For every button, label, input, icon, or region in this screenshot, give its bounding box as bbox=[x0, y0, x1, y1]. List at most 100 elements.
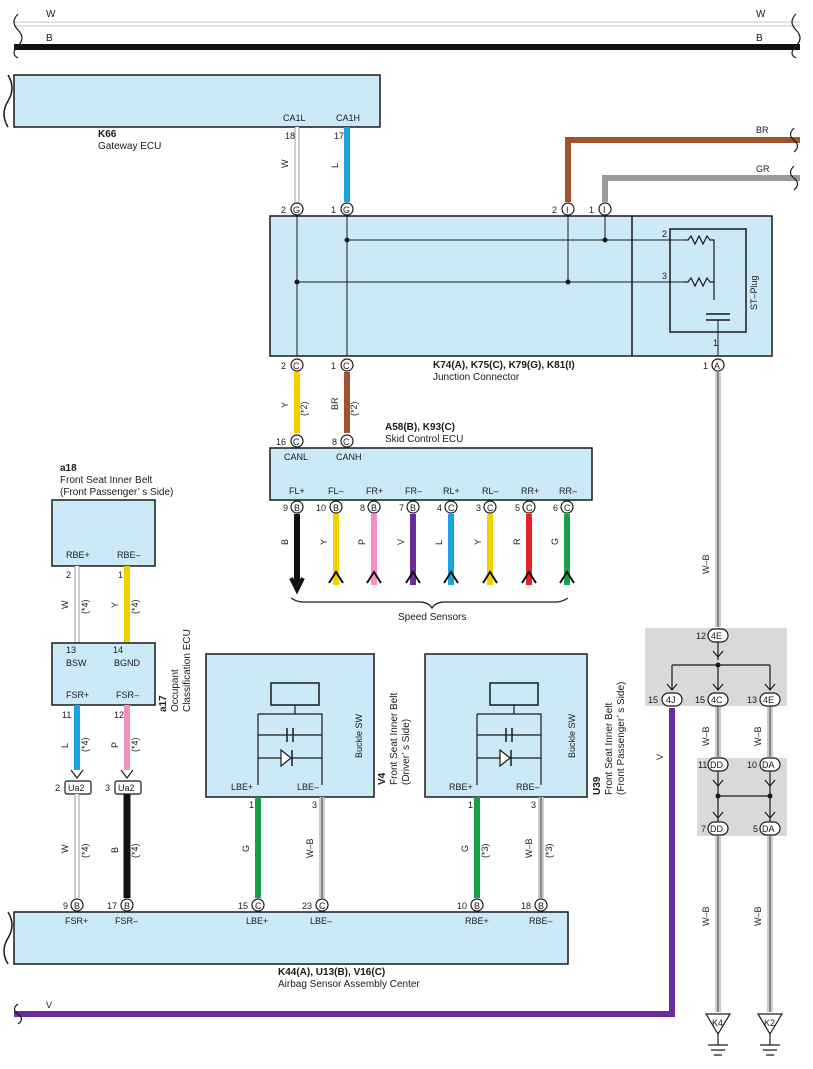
svg-text:RBE–: RBE– bbox=[117, 550, 141, 560]
pin-label: FR– bbox=[405, 486, 422, 496]
wire-color-label: G bbox=[550, 538, 560, 545]
svg-text:B: B bbox=[110, 847, 120, 853]
junction-name: Junction Connector bbox=[433, 372, 520, 383]
svg-text:Front Seat Inner Belt: Front Seat Inner Belt bbox=[604, 703, 615, 795]
svg-text:1: 1 bbox=[703, 361, 708, 371]
stplug-pin-3: 3 bbox=[662, 271, 667, 281]
skid-code: A58(B), K93(C) bbox=[385, 422, 455, 433]
pin-num: 6 bbox=[553, 503, 558, 513]
svg-text:W–B: W–B bbox=[701, 554, 711, 574]
svg-text:(Front Passenger’ s Side): (Front Passenger’ s Side) bbox=[60, 487, 173, 498]
svg-text:G: G bbox=[241, 845, 251, 852]
svg-text:Airbag Sensor Assembly Center: Airbag Sensor Assembly Center bbox=[278, 979, 420, 990]
pin-conn: C bbox=[526, 503, 533, 513]
bus-w-label-right: W bbox=[756, 9, 766, 20]
svg-text:Ua2: Ua2 bbox=[118, 783, 135, 793]
wire-color-label: Y bbox=[319, 539, 329, 545]
svg-text:12: 12 bbox=[696, 631, 706, 641]
svg-text:(*3): (*3) bbox=[544, 843, 554, 858]
driver-buckle-v4: LBE+ LBE– 1 3 Buckle SW V4 Front Seat In… bbox=[205, 653, 412, 898]
svg-text:3: 3 bbox=[531, 800, 536, 810]
pin-conn: B bbox=[333, 503, 339, 513]
svg-text:Buckle SW: Buckle SW bbox=[567, 713, 577, 758]
can-wires: Y BR (*2) (*2) bbox=[280, 372, 359, 433]
svg-text:BSW: BSW bbox=[66, 658, 87, 668]
gateway-wires: W L bbox=[280, 127, 350, 202]
svg-text:Y: Y bbox=[110, 602, 120, 608]
junction-code: K74(A), K75(C), K79(G), K81(I) bbox=[433, 360, 575, 371]
skid-control-ecu: C C 16 8 CANL CANH A58(B), K93(C) Skid C… bbox=[269, 422, 593, 501]
pin-num: 10 bbox=[457, 901, 467, 911]
wb-wires: W–B W–B W–B W–B W–B bbox=[666, 372, 776, 1012]
svg-text:(Front Passenger’ s Side): (Front Passenger’ s Side) bbox=[616, 682, 627, 795]
svg-text:Classification ECU: Classification ECU bbox=[182, 629, 193, 712]
svg-text:2: 2 bbox=[552, 205, 557, 215]
svg-text:DD: DD bbox=[710, 824, 723, 834]
gateway-num-18: 18 bbox=[285, 131, 295, 141]
svg-text:BGND: BGND bbox=[114, 658, 141, 668]
svg-text:13: 13 bbox=[747, 695, 757, 705]
svg-text:a18: a18 bbox=[60, 463, 77, 474]
pin-num: 23 bbox=[302, 901, 312, 911]
svg-text:Front Seat Inner Belt: Front Seat Inner Belt bbox=[60, 475, 152, 486]
svg-text:1: 1 bbox=[331, 361, 336, 371]
bus-b-label-left: B bbox=[46, 33, 53, 44]
svg-text:Y: Y bbox=[280, 402, 290, 408]
pin-label: FL+ bbox=[289, 486, 305, 496]
svg-text:11: 11 bbox=[698, 760, 707, 770]
svg-text:Buckle SW: Buckle SW bbox=[354, 713, 364, 758]
svg-text:I: I bbox=[566, 205, 569, 215]
svg-text:5: 5 bbox=[753, 824, 758, 834]
svg-text:K2: K2 bbox=[764, 1018, 775, 1028]
pin-label: RL+ bbox=[443, 486, 460, 496]
svg-text:2: 2 bbox=[281, 361, 286, 371]
svg-text:U39: U39 bbox=[592, 776, 603, 795]
svg-text:LBE+: LBE+ bbox=[231, 782, 253, 792]
svg-text:1: 1 bbox=[249, 800, 254, 810]
svg-text:4J: 4J bbox=[666, 695, 676, 705]
svg-text:3: 3 bbox=[105, 783, 110, 793]
svg-text:2: 2 bbox=[66, 570, 71, 580]
svg-text:RBE+: RBE+ bbox=[66, 550, 90, 560]
svg-text:W–B: W–B bbox=[305, 838, 315, 858]
wire-color-label: Y bbox=[473, 539, 483, 545]
svg-text:(*4): (*4) bbox=[130, 843, 140, 858]
svg-text:W–B: W–B bbox=[701, 906, 711, 926]
v-wire: V V bbox=[13, 708, 675, 1025]
svg-text:DA: DA bbox=[762, 824, 775, 834]
ground-k4: K4 bbox=[704, 1013, 732, 1056]
svg-text:(*2): (*2) bbox=[299, 401, 309, 416]
wire-color-label: B bbox=[280, 539, 290, 545]
svg-text:C: C bbox=[293, 437, 300, 447]
svg-text:(*4): (*4) bbox=[80, 843, 90, 858]
gateway-pin-ca1h: CA1H bbox=[336, 113, 360, 123]
svg-text:Occupant: Occupant bbox=[170, 669, 181, 712]
junction-block-connectors: 4E 12 4J 15 4C 15 4E 13 DD 11 DA 10 DD 7… bbox=[648, 628, 781, 836]
pin-num: 18 bbox=[521, 901, 531, 911]
junction-pins: G G 2 1 I I 2 1 C C 2 1 A 1 bbox=[281, 202, 725, 372]
pin-label: RR– bbox=[559, 486, 577, 496]
svg-text:W–B: W–B bbox=[753, 726, 763, 746]
svg-text:3: 3 bbox=[312, 800, 317, 810]
pin-num: 17 bbox=[107, 901, 117, 911]
pin-conn: B bbox=[294, 503, 300, 513]
conn-g: G bbox=[293, 205, 300, 215]
speed-sensors-label: Speed Sensors bbox=[398, 612, 466, 623]
pin-num: 7 bbox=[399, 503, 404, 513]
power-bus: W B W B bbox=[13, 9, 801, 59]
wire-w-label: W bbox=[280, 159, 290, 168]
svg-text:7: 7 bbox=[701, 824, 706, 834]
svg-text:15: 15 bbox=[648, 695, 658, 705]
svg-text:(*4): (*4) bbox=[80, 737, 90, 752]
pin-conn: B bbox=[124, 901, 130, 911]
svg-text:8: 8 bbox=[332, 437, 337, 447]
svg-text:4E: 4E bbox=[763, 695, 774, 705]
pin-num: 9 bbox=[283, 503, 288, 513]
